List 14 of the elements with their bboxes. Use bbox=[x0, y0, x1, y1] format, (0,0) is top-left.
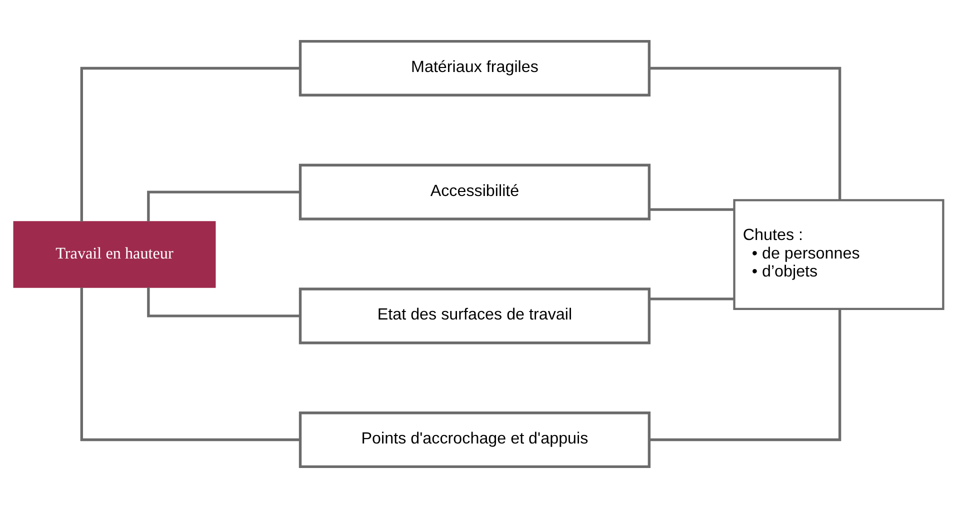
node-box: Accessibilité bbox=[298, 163, 650, 220]
connector bbox=[648, 308, 841, 441]
connector bbox=[146, 286, 300, 317]
connector bbox=[80, 287, 300, 441]
node-box: Etat des surfaces de travail bbox=[298, 287, 650, 344]
connector bbox=[648, 208, 734, 210]
node-box: Chutes : • de personnes • d’objets bbox=[732, 198, 944, 310]
node-box: Travail en hauteur bbox=[12, 220, 216, 288]
connector bbox=[146, 190, 300, 221]
connector bbox=[648, 297, 734, 300]
connector bbox=[648, 66, 841, 200]
node-box: Matériaux fragiles bbox=[298, 39, 650, 96]
node-box: Points d'accrochage et d'appuis bbox=[298, 411, 650, 468]
connector bbox=[80, 66, 300, 222]
